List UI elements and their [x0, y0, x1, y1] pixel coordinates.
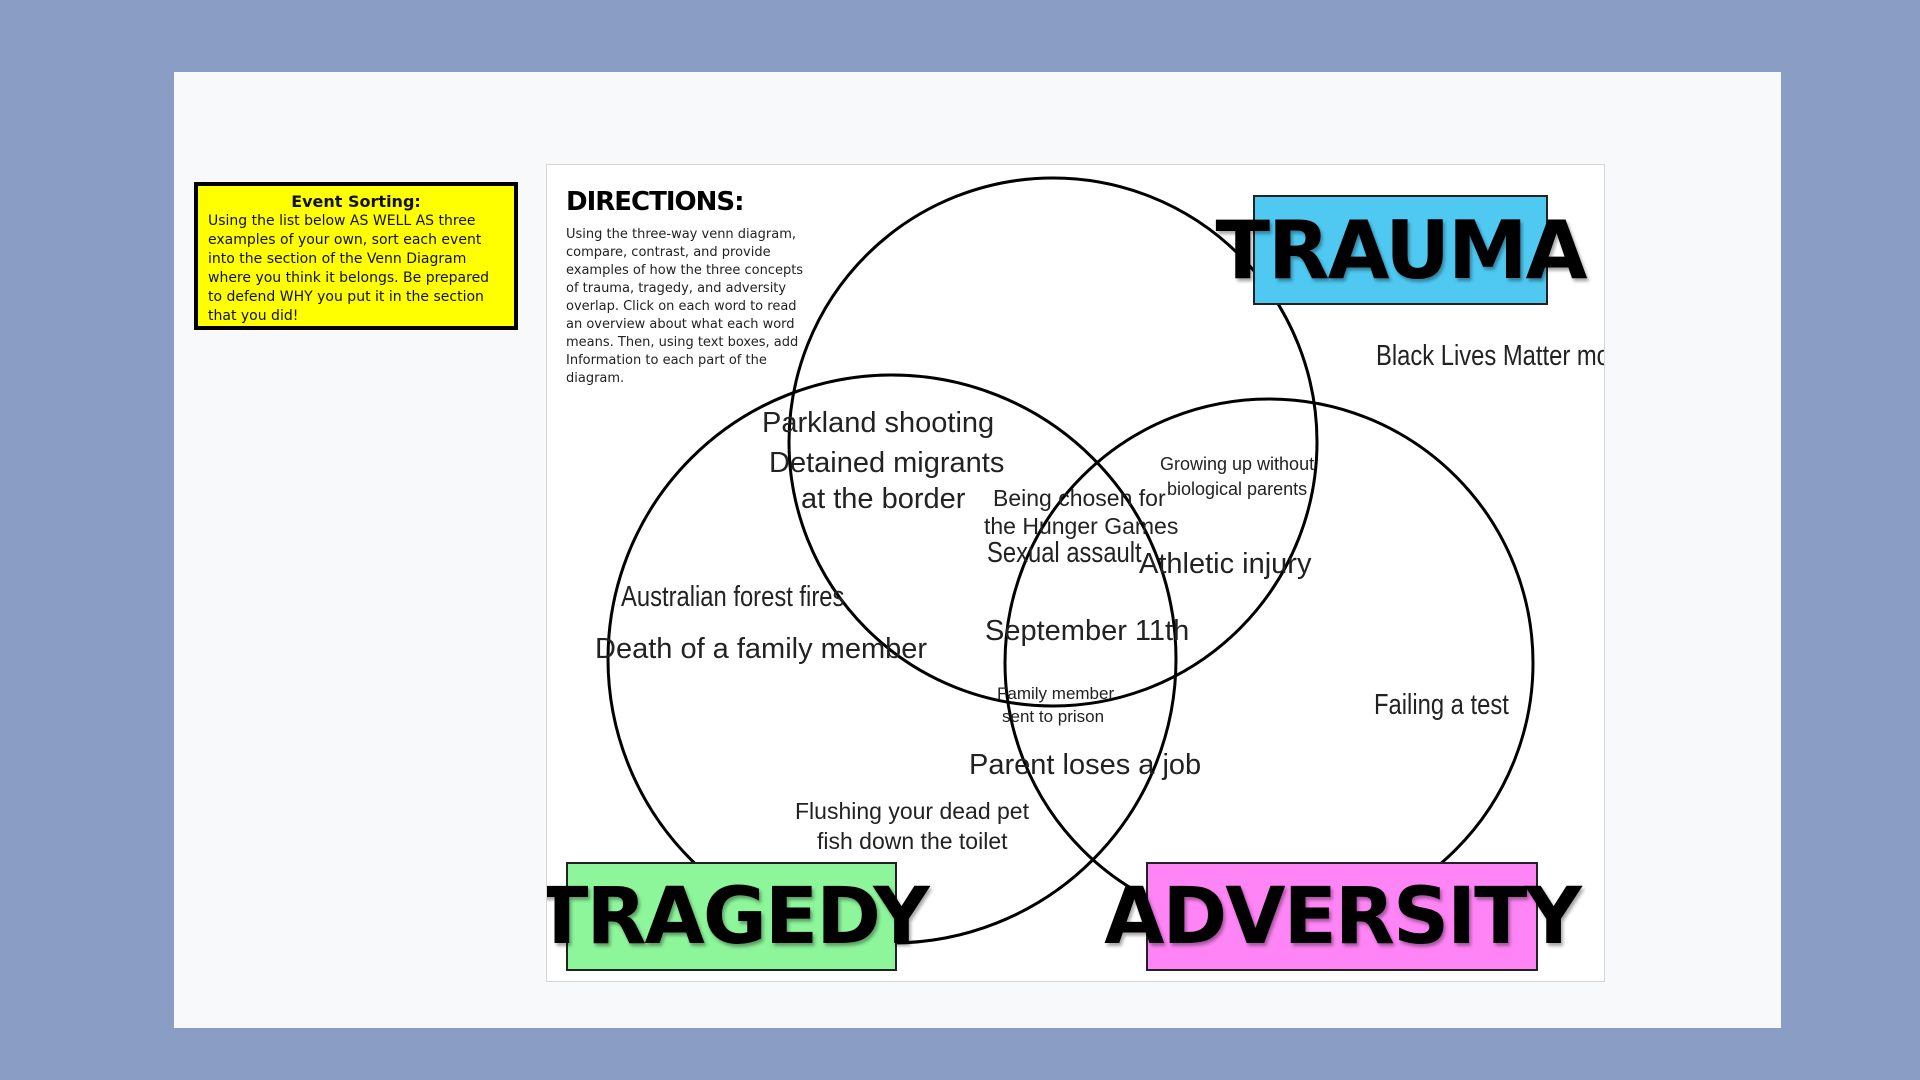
tragedy-label[interactable]: TRAGEDY — [547, 862, 930, 971]
event-sorting-instructions[interactable]: Event Sorting: Using the list below AS W… — [194, 182, 518, 330]
event-family-prison-line1[interactable]: Family member — [997, 684, 1115, 703]
directions-body: Using the three-way venn diagram, compar… — [566, 227, 804, 386]
instructions-title: Event Sorting: — [291, 192, 421, 211]
event-death-of-family-member[interactable]: Death of a family member — [595, 633, 928, 665]
instructions-body: Using the list below AS WELL AS three ex… — [208, 213, 490, 324]
event-detained-migrants-line1[interactable]: Detained migrants — [769, 447, 1005, 479]
event-athletic-injury[interactable]: Athletic injury — [1139, 548, 1312, 580]
event-growing-up-line1[interactable]: Growing up without — [1160, 454, 1315, 474]
trauma-label[interactable]: TRAUMA — [1215, 195, 1588, 305]
event-dead-pet-line2[interactable]: fish down the toilet — [817, 828, 1008, 854]
event-black-lives-matter[interactable]: Black Lives Matter movement — [1376, 340, 1604, 372]
adversity-label[interactable]: ADVERSITY — [1104, 862, 1582, 971]
event-hunger-games-line2[interactable]: the Hunger Games — [984, 513, 1179, 539]
event-dead-pet-line1[interactable]: Flushing your dead pet — [795, 798, 1029, 824]
event-september-11th[interactable]: September 11th — [985, 615, 1190, 647]
event-parent-loses-job[interactable]: Parent loses a job — [969, 749, 1202, 781]
event-family-prison-line2[interactable]: sent to prison — [1002, 707, 1105, 726]
event-detained-migrants-line2[interactable]: at the border — [801, 483, 966, 515]
trauma-circle — [787, 176, 1319, 708]
slide: Event Sorting: Using the list below AS W… — [174, 72, 1781, 1028]
directions-title: DIRECTIONS: — [566, 187, 745, 217]
event-failing-a-test[interactable]: Failing a test — [1374, 689, 1509, 721]
event-hunger-games-line1[interactable]: Being chosen for — [993, 485, 1166, 511]
event-parkland-shooting[interactable]: Parkland shooting — [762, 407, 995, 439]
event-sexual-assault[interactable]: Sexual assault — [987, 537, 1142, 569]
event-growing-up-line2[interactable]: biological parents — [1167, 479, 1308, 499]
venn-diagram-frame: DIRECTIONS: Using the three-way venn dia… — [546, 164, 1605, 982]
event-australian-forest-fires[interactable]: Australian forest fires — [621, 581, 845, 613]
